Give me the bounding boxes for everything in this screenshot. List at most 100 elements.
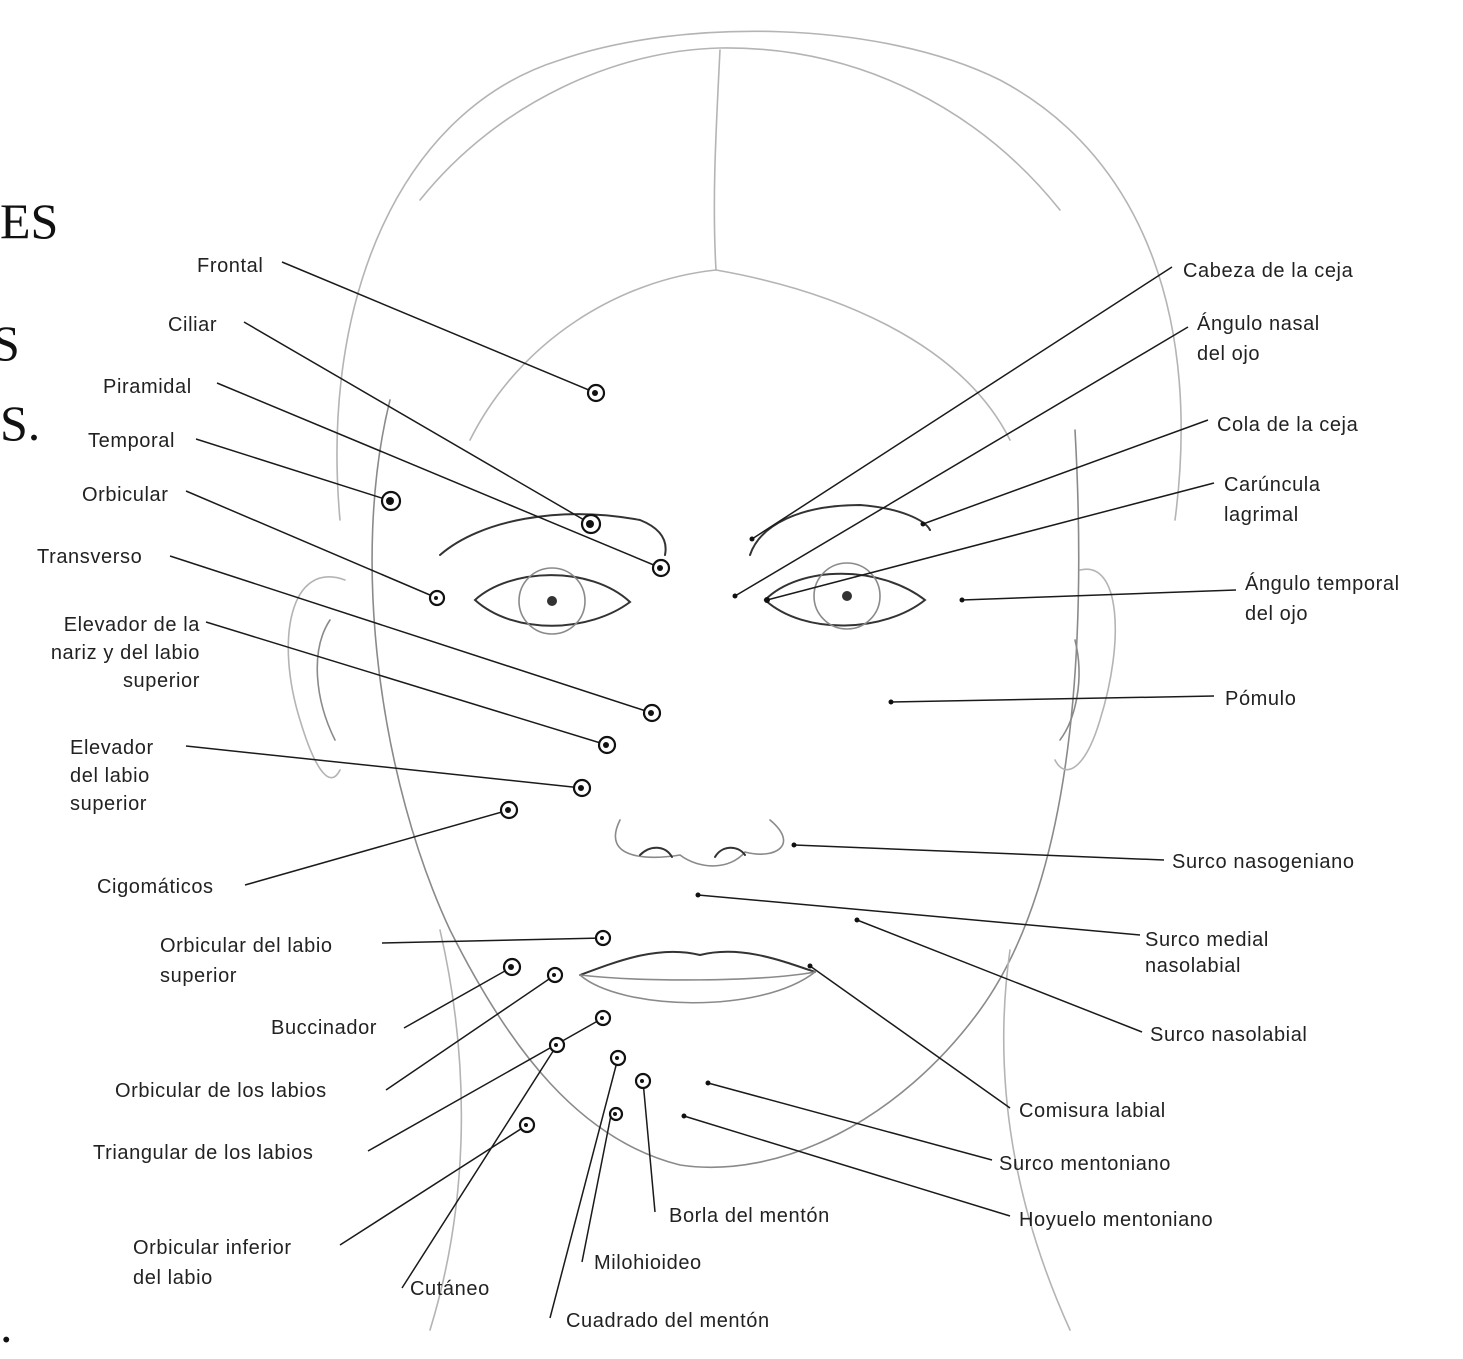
- right-ear: [1055, 569, 1115, 770]
- leader-line: [582, 1115, 611, 1262]
- callout-pomulo: Pómulo: [889, 688, 1297, 710]
- label-line: Elevador: [70, 737, 154, 759]
- label-line: Ciliar: [168, 314, 217, 336]
- point-marker-center: [505, 807, 511, 813]
- label-orbicular-inferior: Orbicular inferiordel labio: [133, 1237, 292, 1289]
- leader-line: [752, 267, 1172, 539]
- point-marker: [750, 537, 755, 542]
- label-line: Buccinador: [271, 1017, 377, 1039]
- label-line: Pómulo: [1225, 688, 1296, 710]
- leader-line: [244, 322, 591, 524]
- leader-line: [550, 1058, 618, 1318]
- callout-angulo-nasal: Ángulo nasal del ojo: [733, 312, 1320, 599]
- left-pupil: [547, 596, 557, 606]
- leader-line: [282, 262, 596, 393]
- callout-cuadrado-menton: Cuadrado del mentón: [550, 1051, 770, 1332]
- label-line: del labio: [70, 765, 150, 787]
- nostril-left: [640, 848, 672, 857]
- nose: [615, 820, 783, 866]
- label-buccinador: Buccinador: [271, 1017, 377, 1039]
- leader-line: [643, 1081, 655, 1212]
- upper-lip: [580, 952, 815, 975]
- label-line: Orbicular de los labios: [115, 1080, 327, 1102]
- label-line: Frontal: [197, 255, 263, 277]
- label-cigomaticos: Cigomáticos: [97, 876, 214, 898]
- label-angulo-nasal: Ángulo nasal del ojo: [1197, 312, 1320, 365]
- label-line: del ojo: [1245, 603, 1308, 625]
- hair-part: [714, 50, 720, 270]
- label-line: Cabeza de la ceja: [1183, 260, 1354, 282]
- label-surco-nasogeniano: Surco nasogeniano: [1172, 851, 1355, 873]
- label-line: Cigomáticos: [97, 876, 214, 898]
- label-line: superior: [123, 670, 200, 692]
- point-marker-center: [600, 1016, 604, 1020]
- label-elevador-nariz: Elevador de lanariz y del labiosuperior: [51, 614, 200, 692]
- left-ear-inner: [317, 620, 335, 740]
- label-cutaneo: Cutáneo: [410, 1278, 490, 1300]
- leader-line: [186, 746, 582, 788]
- point-marker-center: [648, 710, 654, 716]
- label-temporal: Temporal: [88, 430, 175, 452]
- label-line: nasolabial: [1145, 955, 1241, 977]
- point-marker: [764, 597, 770, 603]
- leader-line: [891, 696, 1214, 702]
- label-surco-medial: Surco medial nasolabial: [1145, 929, 1269, 977]
- neck-right: [1004, 950, 1070, 1330]
- label-line: Surco medial: [1145, 929, 1269, 951]
- label-line: Ángulo temporal: [1245, 572, 1400, 595]
- leader-line: [735, 327, 1188, 596]
- leader-line: [206, 622, 607, 745]
- callout-surco-mentoniano: Surco mentoniano: [706, 1081, 1171, 1176]
- label-line: Cutáneo: [410, 1278, 490, 1300]
- point-marker-center: [508, 964, 514, 970]
- label-line: Comisura labial: [1019, 1100, 1166, 1122]
- point-marker-center: [657, 565, 663, 571]
- label-frontal: Frontal: [197, 255, 263, 277]
- callout-elevador-nariz: Elevador de lanariz y del labiosuperior: [51, 614, 615, 753]
- point-marker: [808, 964, 813, 969]
- label-line: Piramidal: [103, 376, 192, 398]
- point-marker-center: [640, 1079, 644, 1083]
- leader-line: [404, 967, 512, 1028]
- point-marker-center: [434, 596, 438, 600]
- leader-line: [767, 483, 1214, 600]
- point-marker-center: [615, 1056, 619, 1060]
- label-line: Triangular de los labios: [93, 1142, 313, 1164]
- edge-text-fragment: S.: [0, 395, 40, 451]
- point-marker: [855, 918, 860, 923]
- leader-line: [368, 1018, 603, 1151]
- label-line: Surco mentoniano: [999, 1153, 1171, 1175]
- label-surco-mentoniano: Surco mentoniano: [999, 1153, 1171, 1175]
- label-ciliar: Ciliar: [168, 314, 217, 336]
- label-caruncula: Carúnculalagrimal: [1224, 474, 1321, 526]
- label-piramidal: Piramidal: [103, 376, 192, 398]
- label-angulo-temporal: Ángulo temporal del ojo: [1245, 572, 1400, 625]
- point-marker: [682, 1114, 687, 1119]
- label-surco-nasolabial: Surco nasolabial: [1150, 1024, 1307, 1046]
- point-marker: [706, 1081, 711, 1086]
- lip-line: [580, 972, 815, 980]
- label-line: Orbicular: [82, 484, 169, 506]
- point-marker: [733, 594, 738, 599]
- point-marker-center: [578, 785, 584, 791]
- point-marker-center: [386, 497, 394, 505]
- callout-angulo-temporal: Ángulo temporal del ojo: [960, 572, 1400, 625]
- label-triangular-labios: Triangular de los labios: [93, 1142, 313, 1164]
- label-line: del ojo: [1197, 343, 1260, 365]
- callout-surco-medial: Surco medial nasolabial: [696, 893, 1269, 978]
- right-eyebrow: [750, 505, 930, 555]
- callout-cabeza-ceja: Cabeza de la ceja: [750, 260, 1354, 542]
- label-comisura: Comisura labial: [1019, 1100, 1166, 1122]
- label-orbicular-labio-sup: Orbicular del labiosuperior: [160, 935, 333, 987]
- label-line: Borla del mentón: [669, 1205, 830, 1227]
- label-line: Milohioideo: [594, 1252, 702, 1274]
- label-line: Orbicular inferior: [133, 1237, 292, 1259]
- label-line: Ángulo nasal: [1197, 312, 1320, 335]
- label-line: lagrimal: [1224, 504, 1299, 526]
- point-marker-center: [554, 1043, 558, 1047]
- edge-text-fragment: .: [0, 1297, 13, 1353]
- right-pupil: [842, 591, 852, 601]
- face-contour: [372, 400, 1079, 1167]
